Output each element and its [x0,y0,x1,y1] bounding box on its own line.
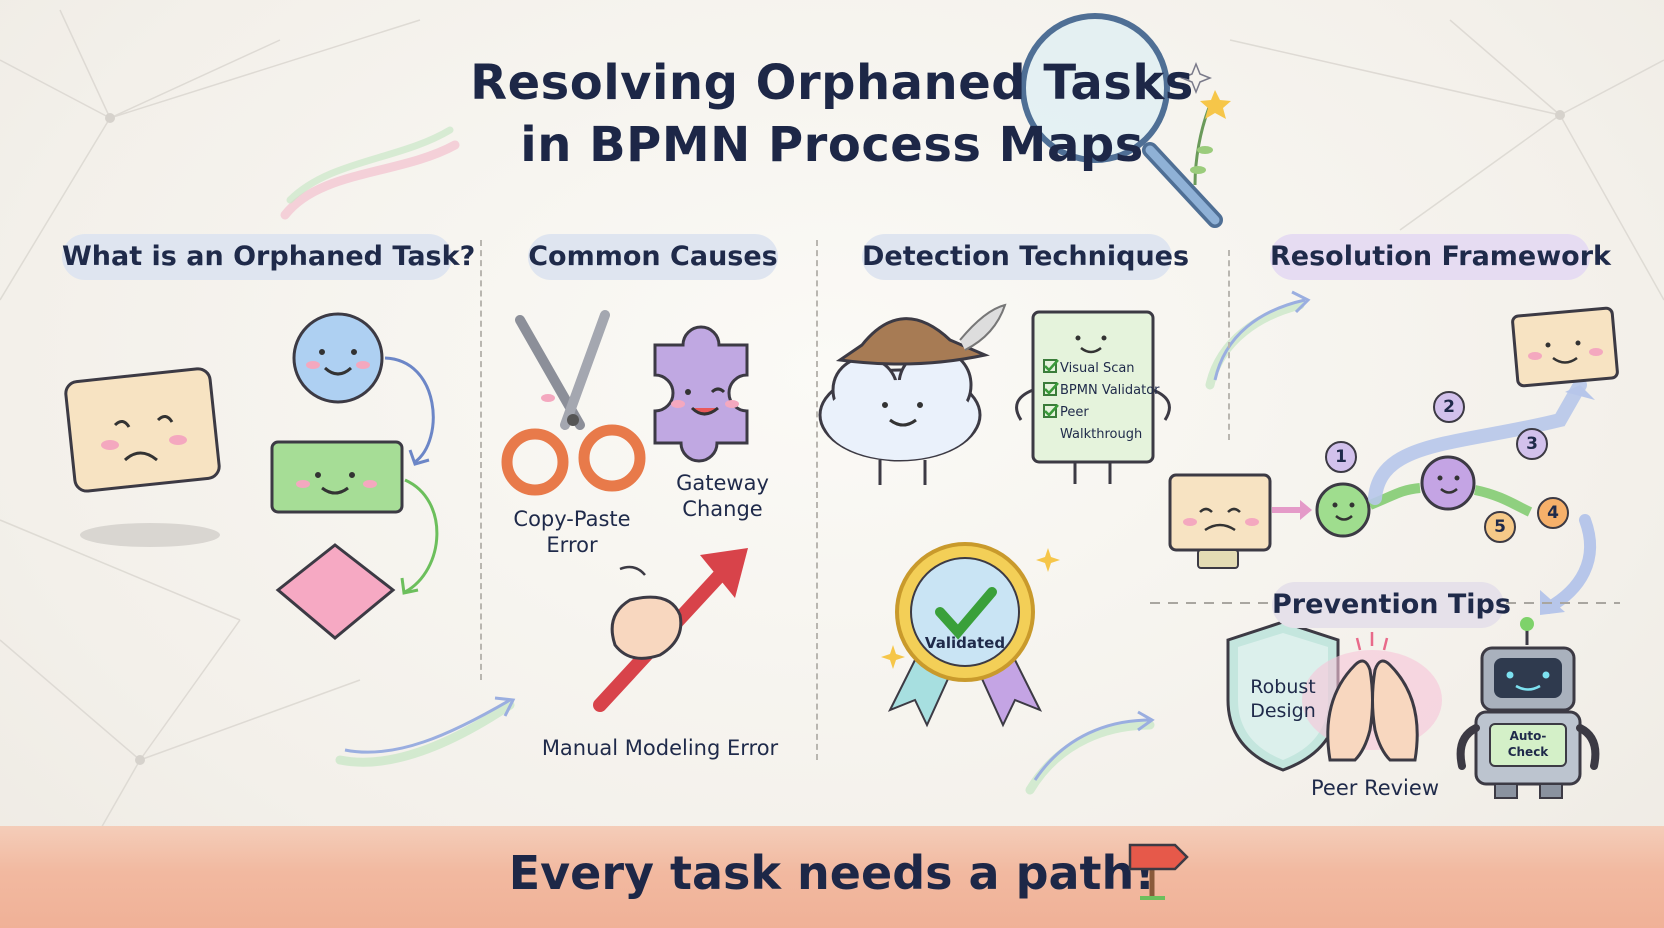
heading-what-is-orphaned-task: What is an Orphaned Task? [62,234,475,280]
robot-label-line1: Auto- [1509,729,1547,743]
manual-error-arrow-icon [593,548,748,712]
page-title-line1: Resolving Orphaned Tasks [470,55,1194,111]
footer-banner [0,826,1664,928]
step-2: 2 [1443,397,1455,417]
cause-copy-paste-label: Copy-Paste Error [492,506,652,558]
footer-slogan: Every task needs a path! [508,846,1156,900]
step-5: 5 [1494,517,1506,537]
step-1: 1 [1335,447,1347,467]
checklist-clipboard-icon [1015,310,1171,484]
step-3: 3 [1526,434,1538,454]
heading-resolution-framework: Resolution Framework [1270,234,1611,280]
magnifier-icon [1020,13,1231,228]
puzzle-piece-icon [653,325,749,463]
checklist-item-walkthrough: Walkthrough [1060,427,1143,442]
praying-hands-icon [1302,632,1442,762]
cause-gateway-line2: Change [682,497,763,521]
peer-review-label: Peer Review [1311,776,1439,800]
shield-label-line2: Design [1250,700,1316,722]
step-4: 4 [1547,503,1559,523]
orphaned-task-icon [64,367,221,547]
cause-manual-modeling-error-label: Manual Modeling Error [541,736,779,760]
resolution-flow-icon [1168,306,1619,615]
section-divider [480,240,482,680]
cause-gateway-line1: Gateway [676,471,769,495]
checklist-text: Visual Scan BPMN Validator Peer Walkthro… [1060,358,1160,446]
cause-copy-paste-line1: Copy-Paste [513,507,631,531]
page-title-line2: in BPMN Process Maps [520,117,1144,173]
cause-copy-paste-line2: Error [546,533,598,557]
robot-icon [1456,617,1600,799]
robot-label-line2: Check [1507,745,1549,759]
shield-label-line1: Robust [1250,676,1316,698]
connected-flow-icon [270,312,439,640]
checklist-item-peer: Peer [1060,405,1089,420]
cause-gateway-change-label: Gateway Change [650,470,795,522]
checklist-item-visual-scan: Visual Scan [1060,361,1135,376]
validated-badge-label: Validated [924,634,1006,652]
checklist-item-bpmn-validator: BPMN Validator [1060,383,1160,398]
section-divider [816,240,818,760]
robot-screen-label: Auto- Check [1490,728,1566,760]
detective-cloud-icon [818,303,1007,485]
heading-prevention-tips: Prevention Tips [1272,582,1511,628]
heading-common-causes: Common Causes [528,234,778,280]
section-divider [1228,250,1230,440]
heading-detection-techniques: Detection Techniques [862,234,1189,280]
validated-badge-icon [881,542,1060,728]
shield-icon [1226,620,1340,772]
scissors-icon [501,310,646,496]
shield-label: Robust Design [1233,675,1333,723]
